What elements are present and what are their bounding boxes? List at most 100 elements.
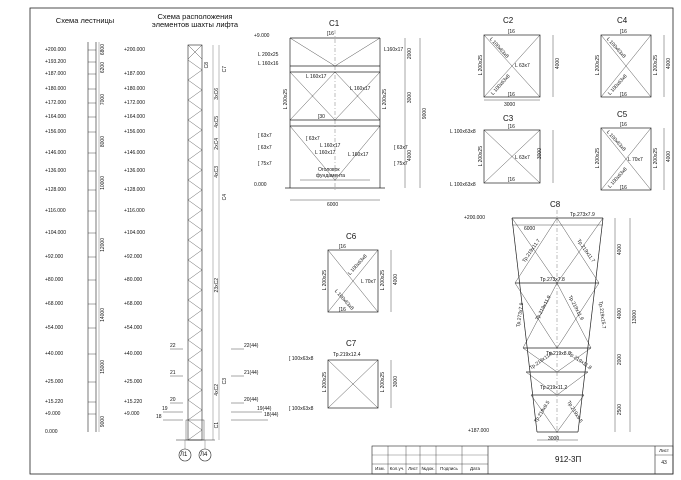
c1-label: L 160x17 — [348, 152, 369, 158]
shaft-level: +136.000 — [124, 168, 145, 174]
c4-title: С4 — [617, 16, 628, 25]
c8-label: Тр.273x7.8 — [540, 277, 565, 283]
c8-top-level: +200.000 — [464, 215, 485, 221]
c3-label: [16 — [508, 124, 515, 130]
shaft-level: +172.000 — [124, 100, 145, 106]
shaft-level: +40.000 — [124, 351, 143, 357]
c7-title: С7 — [346, 339, 357, 348]
c1-dim: 9000 — [422, 108, 428, 120]
shaft-level: +92.000 — [124, 254, 143, 260]
shaft-side-label: 20 — [170, 397, 176, 403]
c1-label: [ 63x7 — [258, 145, 272, 151]
c2-title: С2 — [503, 16, 514, 25]
c3-label: L 100x63x8 — [450, 182, 476, 188]
shaft-level: +9.000 — [124, 411, 140, 417]
ladder-dim: 6200 — [100, 62, 106, 74]
ladder-level: +128.000 — [45, 187, 66, 193]
c2-label: [16 — [508, 92, 515, 98]
ladder-dim: 10000 — [100, 176, 106, 190]
c1-label: L 200x25 — [283, 89, 289, 110]
ladder-dim: 12000 — [100, 238, 106, 252]
shaft-side-label: 21 — [170, 370, 176, 376]
shaft-level: +80.000 — [124, 277, 143, 283]
c3-label: L 200x25 — [478, 146, 484, 167]
shaft-mark: С1 — [214, 422, 220, 429]
ladder-level: +25.000 — [45, 379, 64, 385]
c1-dim: 3000 — [407, 92, 413, 104]
c7-dim-h: 3000 — [393, 376, 399, 388]
c8-dim: 4000 — [617, 244, 623, 256]
sheet-number: 43 — [661, 460, 667, 466]
shaft-mark: 23хС2 — [214, 278, 220, 293]
c5-title: С5 — [617, 110, 628, 119]
c1-label: [ 75x7 — [258, 161, 272, 167]
c5-label: L 70x7 — [628, 157, 643, 163]
shaft-level: +200.000 — [124, 47, 145, 53]
document-code: 912-3П — [555, 455, 582, 464]
c2-label: [16 — [508, 29, 515, 35]
shaft-mark: С8 — [204, 62, 210, 69]
c1-label: L 160x17 — [306, 74, 327, 80]
ladder-level: +40.000 — [45, 351, 64, 357]
c1-label: L 200x25 — [382, 89, 388, 110]
shaft-mark: С7 — [222, 66, 228, 73]
shaft-level: +156.000 — [124, 129, 145, 135]
c6-label: L 70x7 — [361, 279, 376, 285]
c1-bottom-level: 0.000 — [254, 182, 267, 188]
shaft-mark: 4хС3 — [214, 166, 220, 178]
c8-top-width: 6000 — [524, 226, 536, 232]
shaft-level: +68.000 — [124, 301, 143, 307]
ladder-dim: 15000 — [100, 360, 106, 374]
ladder-dim: 8000 — [100, 136, 106, 148]
c3-label: L 63x7 — [515, 155, 530, 161]
shaft-mark: 3хС6 — [214, 88, 220, 100]
ladder-dim: 14000 — [100, 308, 106, 322]
shaft-mark: 4хС5 — [214, 116, 220, 128]
ladder-dim: 7000 — [100, 94, 106, 106]
c7-label: [ 100x63x8 — [289, 406, 314, 412]
ladder-level: +9.000 — [45, 411, 61, 417]
shaft-level: +164.000 — [124, 114, 145, 120]
c3-dim-h: 3000 — [537, 148, 543, 160]
shaft-title-line1: Схема расположения — [157, 12, 233, 21]
c7-label: Тр.219x12.4 — [333, 352, 361, 358]
c4-label: L 200x25 — [595, 55, 601, 76]
c8-dim: 2500 — [617, 404, 623, 416]
axis-label-l4: Л4 — [200, 452, 208, 458]
c1-label: [16 — [327, 31, 334, 37]
ladder-title: Схема лестницы — [55, 16, 115, 25]
c2-dim-h: 4000 — [555, 58, 561, 70]
ladder-level: +200.000 — [45, 47, 66, 53]
c4-label: [16 — [620, 29, 627, 35]
c1-label: L 160x17 — [350, 86, 371, 92]
shaft-side-label: 19(44) — [257, 406, 272, 412]
c7-label: L 200x25 — [380, 372, 386, 393]
shaft-title-line2: элементов шахты лифта — [151, 20, 239, 29]
shaft-level: +187.000 — [124, 71, 145, 77]
shaft-level: +128.000 — [124, 187, 145, 193]
ladder-level: +68.000 — [45, 301, 64, 307]
c8-bottom-width: 3000 — [548, 436, 560, 442]
c8-label: Тр.219x11.2 — [540, 385, 568, 391]
sheet-label: Лист — [659, 448, 669, 453]
c5-label: [16 — [620, 185, 627, 191]
c6-label: L 200x25 — [322, 270, 328, 291]
shaft-side-label: 20(44) — [244, 397, 259, 403]
c1-label: L 160x16 — [258, 61, 279, 67]
c6-dim-h: 4000 — [393, 274, 399, 286]
ladder-level: +180.000 — [45, 86, 66, 92]
c2-dim-w: 3000 — [504, 102, 516, 108]
stamp-col: Изм. — [375, 466, 385, 471]
c8-label: Тр.219x8.6 — [546, 351, 571, 357]
shaft-level: +54.000 — [124, 325, 143, 331]
ladder-dim: 9000 — [100, 416, 106, 428]
c8-title: С8 — [550, 200, 561, 209]
ladder-level: +116.000 — [45, 208, 66, 214]
c1-note: Оголовок — [318, 167, 340, 173]
c5-label: [16 — [620, 122, 627, 128]
c1-note: фундамента — [316, 173, 346, 179]
c2-label: L 63x7 — [515, 63, 530, 69]
ladder-level: +136.000 — [45, 168, 66, 174]
ladder-level: +104.000 — [45, 230, 66, 236]
